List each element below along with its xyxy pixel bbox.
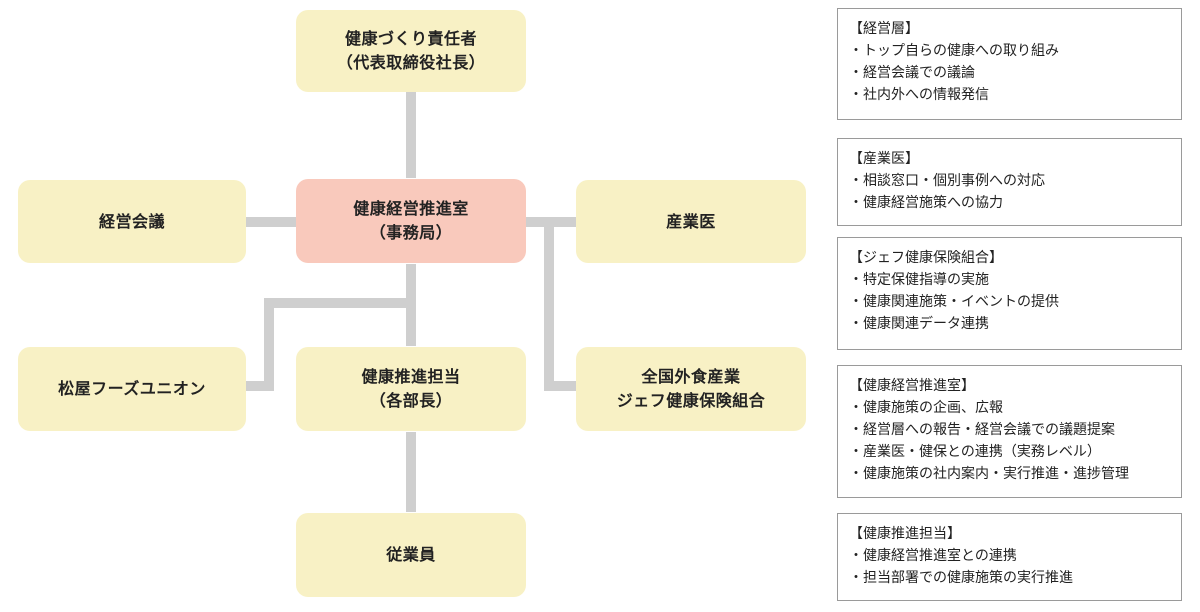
node-health-officer-ceo: 健康づくり責任者 （代表取締役社長） [296,10,526,92]
node-physician-label: 産業医 [666,211,716,231]
node-health-promotion-manager: 健康推進担当 （各部長） [296,347,526,431]
role-box-insurance-union: 【ジェフ健康保険組合】 特定保健指導の実施 健康関連施策・イベントの提供 健康関… [837,237,1182,350]
node-matsuya-label: 松屋フーズユニオン [58,379,206,398]
role-item: トップ自らの健康への取り組み [849,40,1181,62]
node-office-line2: （事務局） [369,223,453,242]
node-employees: 従業員 [296,513,526,597]
role-item: 健康施策の社内案内・実行推進・進捗管理 [849,463,1181,485]
node-insurance-line2: ジェフ健康保険組合 [616,391,766,410]
connector-ceo-office [406,92,416,178]
role-item: 特定保健指導の実施 [849,269,1181,291]
role-list: 相談窓口・個別事例への対応 健康経営施策への協力 [849,170,1181,214]
connector-right-vertical [544,217,554,391]
role-item: 経営層への報告・経営会議での議題提案 [849,419,1181,441]
connector-branch-horizontal [264,298,416,308]
role-item: 産業医・健保との連携（実務レベル） [849,441,1181,463]
node-ceo-line2: （代表取締役社長） [336,53,486,72]
role-box-promotion-manager: 【健康推進担当】 健康経営推進室との連携 担当部署での健康施策の実行推進 [837,513,1182,601]
node-management-meeting: 経営会議 [18,180,246,263]
connector-manager-employees [406,432,416,512]
role-list: トップ自らの健康への取り組み 経営会議での議論 社内外への情報発信 [849,40,1181,106]
role-list: 特定保健指導の実施 健康関連施策・イベントの提供 健康関連データ連携 [849,269,1181,335]
connector-right-to-insurance [544,381,576,391]
node-ceo-line1: 健康づくり責任者 [344,29,477,48]
role-box-industrial-physician: 【産業医】 相談窓口・個別事例への対応 健康経営施策への協力 [837,138,1182,226]
node-health-management-office: 健康経営推進室 （事務局） [296,179,526,263]
role-item: 健康施策の企画、広報 [849,397,1181,419]
node-industrial-physician: 産業医 [576,180,806,263]
role-item: 社内外への情報発信 [849,84,1181,106]
role-title: 【経営層】 [849,21,919,37]
role-box-management: 【経営層】 トップ自らの健康への取り組み 経営会議での議論 社内外への情報発信 [837,8,1182,120]
role-title: 【産業医】 [849,151,919,167]
node-office-line1: 健康経営推進室 [353,199,469,218]
role-list: 健康施策の企画、広報 経営層への報告・経営会議での議題提案 産業医・健保との連携… [849,397,1181,485]
role-title: 【健康経営推進室】 [849,378,975,394]
role-item: 経営会議での議論 [849,62,1181,84]
node-manager-line1: 健康推進担当 [361,367,461,386]
node-health-insurance-union: 全国外食産業 ジェフ健康保険組合 [576,347,806,431]
node-employees-label: 従業員 [386,545,436,564]
role-item: 健康関連施策・イベントの提供 [849,291,1181,313]
connector-branch-vertical [264,298,274,391]
role-item: 健康関連データ連携 [849,313,1181,335]
node-meeting-label: 経営会議 [98,211,165,231]
role-title: 【健康推進担当】 [849,526,961,542]
node-matsuya-foods-union: 松屋フーズユニオン [18,347,246,431]
role-title: 【ジェフ健康保険組合】 [849,250,1003,266]
role-item: 健康経営推進室との連携 [849,545,1181,567]
role-list: 健康経営推進室との連携 担当部署での健康施策の実行推進 [849,545,1181,589]
node-manager-line2: （各部長） [369,391,453,410]
role-item: 健康経営施策への協力 [849,192,1181,214]
connector-meeting-office [246,217,296,227]
node-insurance-line1: 全国外食産業 [641,367,741,386]
role-box-health-office: 【健康経営推進室】 健康施策の企画、広報 経営層への報告・経営会議での議題提案 … [837,365,1182,498]
role-item: 相談窓口・個別事例への対応 [849,170,1181,192]
role-item: 担当部署での健康施策の実行推進 [849,567,1181,589]
connector-branch-to-union [246,381,274,391]
